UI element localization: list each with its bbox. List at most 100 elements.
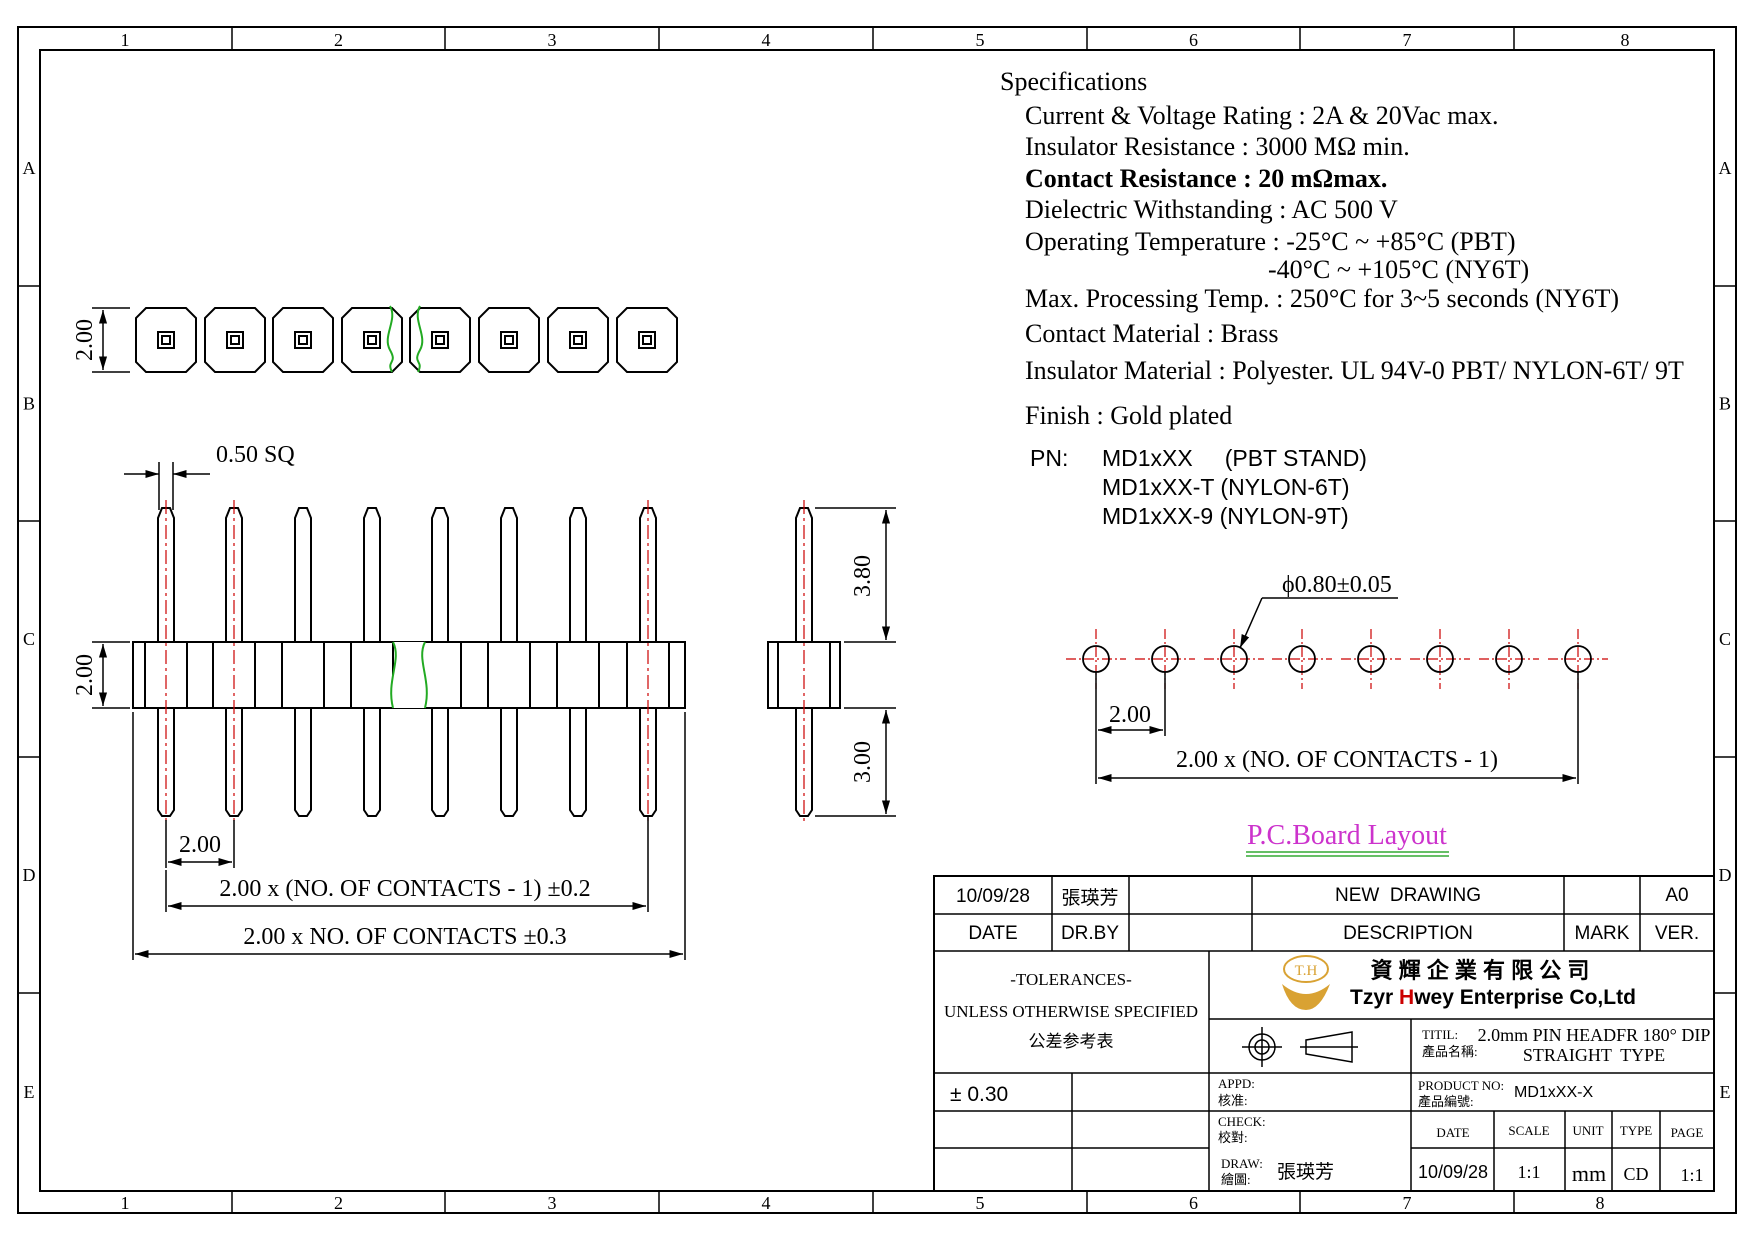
company-chinese-name: 資 輝 企 業 有 限 公 司 — [1371, 958, 1590, 983]
pcb-holes — [1066, 629, 1608, 689]
dim-body-height-label: 2.00 — [72, 654, 98, 696]
zone-label: C — [1719, 629, 1731, 649]
hdr-mark: MARK — [1575, 923, 1630, 944]
rev-description: NEW DRAWING — [1335, 885, 1481, 906]
hdr-version: VER. — [1655, 923, 1699, 944]
product-no-label-cn: 產品編號: — [1418, 1094, 1474, 1109]
tol-cn: 公差参考表 — [1029, 1032, 1114, 1051]
dim-hole-diameter — [1239, 597, 1398, 649]
zone-label: 5 — [976, 30, 985, 50]
pin-upper — [569, 507, 587, 643]
dim-upper-pin — [815, 507, 896, 643]
product-no: MD1xXX-X — [1514, 1084, 1593, 1101]
check-label-en: CHECK: — [1218, 1114, 1266, 1129]
zone-label: 4 — [762, 30, 771, 50]
pin-square-inner — [230, 335, 240, 345]
pn-item: MD1xXX (PBT STAND) — [1102, 445, 1367, 471]
dim-overall-total-label: 2.00 x NO. OF CONTACTS ±0.3 — [243, 924, 566, 950]
dim-top-height — [92, 307, 130, 373]
col-scale: SCALE — [1508, 1123, 1549, 1138]
dim-lower-pin-label: 3.00 — [850, 741, 876, 783]
zone-label: E — [1720, 1082, 1731, 1102]
pin-square-inner — [642, 335, 652, 345]
zone-label: C — [23, 629, 35, 649]
draw-label-cn: 繪圖: — [1221, 1172, 1251, 1187]
spec-finish: Finish : Gold plated — [1025, 401, 1232, 430]
val-page: 1:1 — [1680, 1165, 1703, 1185]
pin-lower — [500, 707, 518, 817]
dim-lower-pin — [815, 707, 896, 817]
dim-pcb-total-label: 2.00 x (NO. OF CONTACTS - 1) — [1176, 747, 1498, 773]
company-logo: T.H — [1282, 955, 1330, 1010]
spec-max-processing: Max. Processing Temp. : 250°C for 3~5 se… — [1025, 284, 1619, 313]
frame-grid — [18, 27, 1736, 1213]
dim-pin-pitch-label: 2.00 — [179, 832, 221, 858]
zone-label: 4 — [762, 1193, 771, 1213]
company-name-part: wey Enterprise Co,Ltd — [1413, 986, 1636, 1009]
hdr-date: DATE — [968, 923, 1017, 944]
spec-dielectric: Dielectric Withstanding : AC 500 V — [1025, 195, 1398, 224]
front-view-break — [390, 641, 428, 709]
drawing-frame — [17, 26, 1737, 1214]
pin-lower — [431, 707, 449, 817]
dim-pin-sq — [124, 462, 210, 510]
val-date: 10/09/28 — [1418, 1162, 1488, 1182]
part-numbers: PN: MD1xXX (PBT STAND) MD1xXX-T (NYLON-6… — [1030, 445, 1367, 529]
pin-lower — [294, 707, 312, 817]
zone-label: 8 — [1596, 1193, 1605, 1213]
spec-contact-resistance: Contact Resistance : 20 mΩmax. — [1025, 164, 1387, 193]
pin-square-inner — [298, 335, 308, 345]
spec-contact-material: Contact Material : Brass — [1025, 319, 1278, 348]
pcb-hole — [1357, 645, 1385, 673]
pcb-hole — [1220, 645, 1248, 673]
pin-lower — [569, 707, 587, 817]
spec-current-voltage: Current & Voltage Rating : 2A & 20Vac ma… — [1025, 101, 1498, 130]
pcb-layout-underline — [1246, 851, 1449, 857]
check-label-cn: 校對: — [1218, 1130, 1248, 1145]
dim-hole-diameter-label: ϕ0.80±0.05 — [1282, 572, 1392, 598]
product-title-line1: 2.0mm PIN HEADFR 180° DIP — [1478, 1025, 1711, 1045]
zone-label: 2 — [334, 30, 343, 50]
pn-item: MD1xXX-9 (NYLON-9T) — [1102, 503, 1349, 529]
pin-square-inner — [435, 335, 445, 345]
zone-label: 2 — [334, 1193, 343, 1213]
pcb-layout-label: P.C.Board Layout — [1247, 820, 1447, 851]
zone-label: D — [23, 865, 36, 885]
logo-text: T.H — [1295, 963, 1318, 979]
side-view: 3.80 3.00 — [767, 500, 896, 824]
val-unit: mm — [1572, 1161, 1606, 1186]
zone-label: B — [23, 394, 35, 414]
zone-label: 3 — [548, 30, 557, 50]
zone-label: 3 — [548, 1193, 557, 1213]
col-type: TYPE — [1620, 1123, 1653, 1138]
zone-label: 6 — [1189, 30, 1198, 50]
zone-label: 1 — [121, 1193, 130, 1213]
zone-label: A — [1719, 158, 1732, 178]
tol-unless: UNLESS OTHERWISE SPECIFIED — [944, 1002, 1198, 1021]
spec-operating-temp-2: -40°C ~ +105°C (NY6T) — [1268, 255, 1529, 284]
pin-upper — [431, 507, 449, 643]
zone-label: 8 — [1621, 30, 1630, 50]
spec-insulator-resistance: Insulator Resistance : 3000 MΩ min. — [1025, 132, 1410, 161]
dim-pin-pitch — [165, 820, 235, 868]
pin-square-inner — [504, 335, 514, 345]
pn-item: MD1xXX-T (NYLON-6T) — [1102, 474, 1350, 500]
titil-label-cn: 產品名稱: — [1422, 1044, 1478, 1059]
zone-label: E — [24, 1082, 35, 1102]
spec-insulator-material: Insulator Material : Polyester. UL 94V-0… — [1025, 356, 1684, 385]
company-name-part: Tzyr — [1350, 986, 1399, 1009]
dim-top-height-label: 2.00 — [72, 319, 98, 361]
pcb-hole — [1288, 645, 1316, 673]
rev-drby: 張瑛芳 — [1061, 887, 1118, 909]
pcb-hole — [1495, 645, 1523, 673]
zone-label: 1 — [121, 30, 130, 50]
zone-label: A — [23, 158, 36, 178]
pin-lower — [363, 707, 381, 817]
pin-centerlines — [165, 500, 649, 824]
col-page: PAGE — [1671, 1125, 1704, 1140]
specifications-block: Specifications Current & Voltage Rating … — [1000, 67, 1684, 430]
dim-pcb-pitch — [1095, 672, 1579, 784]
spec-heading: Specifications — [1000, 67, 1147, 96]
rev-date: 10/09/28 — [956, 886, 1030, 907]
